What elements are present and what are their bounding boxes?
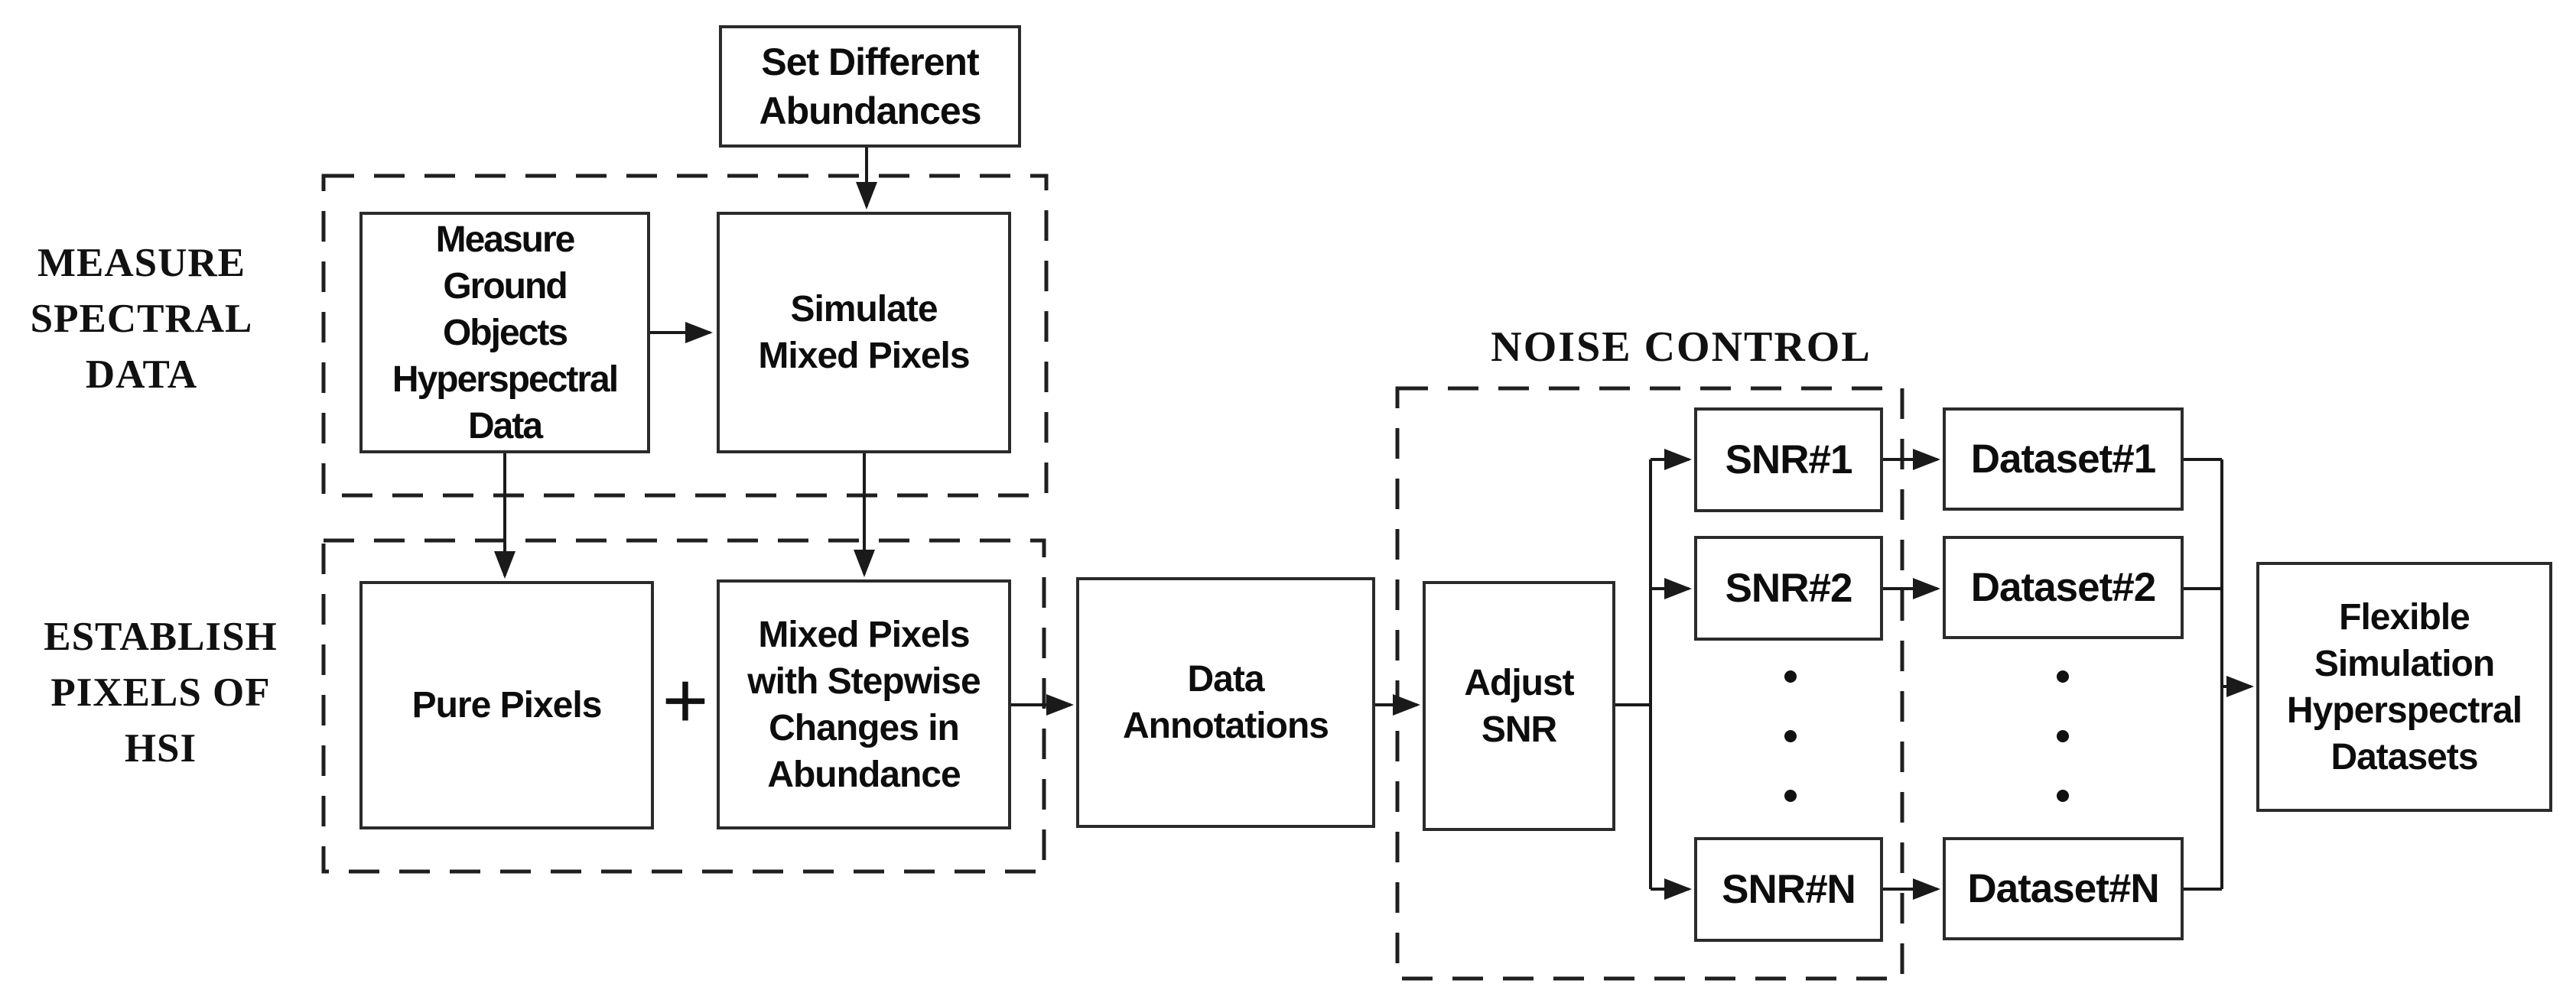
ellipsis-dot	[1784, 670, 1797, 683]
box-dataset-n: Dataset#N	[1943, 837, 2184, 940]
box-adjust-snr: Adjust SNR	[1423, 581, 1615, 831]
box-dataset-2: Dataset#2	[1943, 536, 2184, 639]
dataset-ellipsis	[2057, 670, 2069, 802]
box-set-different-abundances: Set Different Abundances	[719, 25, 1021, 148]
label-establish-pixels-of-hsi: ESTABLISH PIXELS OF HSI	[44, 615, 278, 771]
snr-ellipsis	[1784, 670, 1797, 802]
box-mixed-pixels-stepwise: Mixed Pixels with Stepwise Changes in Ab…	[717, 579, 1011, 829]
plus-operator: +	[662, 656, 709, 745]
measure-spectral-group-border	[321, 174, 1049, 498]
ellipsis-dot	[1784, 790, 1797, 802]
noise-control-group-border	[1395, 386, 1904, 981]
ellipsis-dot	[2057, 790, 2069, 802]
ellipsis-dot	[1784, 730, 1797, 742]
box-measure-ground-objects: Measure Ground Objects Hyperspectral Dat…	[359, 212, 650, 453]
box-data-annotations: Data Annotations	[1076, 577, 1375, 828]
box-snr-2: SNR#2	[1694, 536, 1883, 641]
box-snr-1: SNR#1	[1694, 407, 1883, 512]
box-flexible-simulation-datasets: Flexible Simulation Hyperspectral Datase…	[2256, 562, 2552, 812]
box-pure-pixels: Pure Pixels	[359, 581, 654, 829]
ellipsis-dot	[2057, 670, 2069, 683]
box-dataset-1: Dataset#1	[1943, 407, 2184, 511]
label-noise-control: NOISE CONTROL	[1491, 323, 1872, 371]
label-measure-spectral-data: MEASURE SPECTRAL DATA	[30, 241, 253, 397]
box-simulate-mixed-pixels: Simulate Mixed Pixels	[717, 212, 1011, 453]
box-snr-n: SNR#N	[1694, 837, 1883, 942]
ellipsis-dot	[2057, 730, 2069, 742]
